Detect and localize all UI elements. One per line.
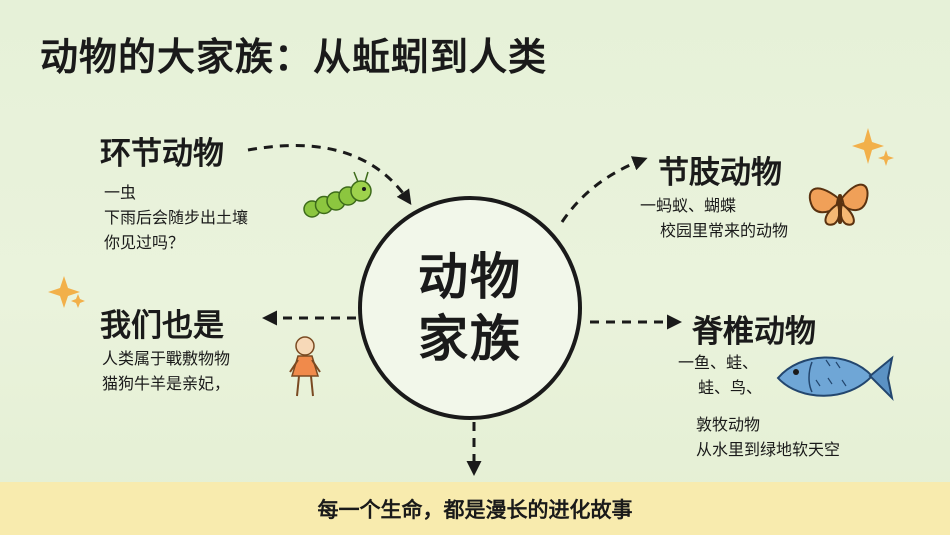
desc-line: 一鱼、蛙、 <box>678 353 759 372</box>
desc-line: 校园里常来的动物 <box>660 221 789 240</box>
heading-vertebrata: 脊椎动物 <box>692 314 816 350</box>
center-circle: 动物 家族 <box>358 196 582 420</box>
page-title: 动物的大家族：从蚯蚓到人类 <box>40 35 548 79</box>
sparkle-icon <box>48 276 85 308</box>
center-label-1: 动物 <box>418 248 522 306</box>
center-label-2: 家族 <box>418 310 522 368</box>
desc-humans: 人类属于戰敷物物 猫狗牛羊是亲妃， <box>102 346 230 396</box>
heading-humans: 我们也是 <box>100 308 224 344</box>
sparkle-icon <box>852 128 894 166</box>
desc-arthropoda: 一蚂蚁、蝴蝶 校园里常来的动物 <box>640 193 788 243</box>
desc-line: 人类属于戰敷物物 <box>102 349 231 368</box>
arrow-arthropoda <box>560 156 648 223</box>
heading-annelida: 环节动物 <box>100 136 224 172</box>
desc-line: 从水里到绿地软天空 <box>696 440 841 459</box>
desc-line: 猫狗牛羊是亲妃， <box>102 374 231 393</box>
desc-line: 一蚂蚁、蝴蝶 <box>640 196 737 215</box>
desc-annelida: 一虫 下雨后会随步出土壤 你见过吗？ <box>104 180 248 255</box>
caterpillar-icon <box>303 171 372 218</box>
bottom-banner: 每一个生命，都是漫长的进化故事 <box>0 482 950 535</box>
desc-vertebrata-b: 敦牧动物 从水里到绿地软天空 <box>696 412 840 462</box>
person-icon <box>289 336 321 397</box>
arrow-annelida <box>247 144 412 205</box>
butterfly-icon <box>808 183 869 226</box>
desc-line: 敦牧动物 <box>696 415 761 434</box>
desc-line: 你见过吗？ <box>104 233 185 252</box>
desc-line: 一虫 <box>104 183 137 202</box>
banner-text: 每一个生命，都是漫长的进化故事 <box>317 497 633 522</box>
desc-line: 蛙、鸟、 <box>698 378 763 397</box>
fish-icon <box>776 355 894 402</box>
desc-line: 下雨后会随步出土壤 <box>104 208 249 227</box>
heading-arthropoda: 节肢动物 <box>658 155 782 191</box>
desc-vertebrata-a: 一鱼、蛙、 蛙、鸟、 <box>678 350 762 400</box>
